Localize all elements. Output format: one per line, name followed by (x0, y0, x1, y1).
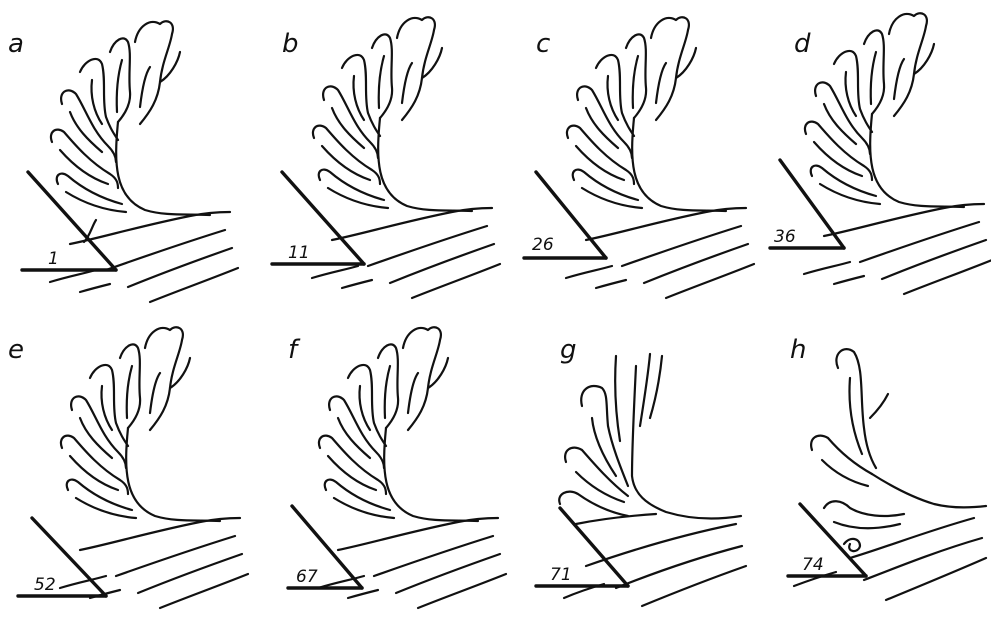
specimen-drawing (60, 327, 248, 608)
panel-letter: h (790, 335, 806, 365)
panel-e: e 52 (8, 327, 248, 608)
panel-a: a 1 (8, 21, 238, 302)
panel-letter: d (794, 29, 811, 59)
specimen-drawing (50, 21, 238, 302)
panel-number: 11 (288, 243, 310, 263)
specimen-drawing (804, 13, 991, 294)
panel-number: 1 (48, 249, 59, 269)
specimen-drawing (318, 327, 506, 608)
panel-letter: b (282, 29, 299, 59)
panel-f: f 67 (288, 327, 506, 608)
panel-number: 74 (802, 555, 824, 575)
panel-d: d 36 (770, 13, 991, 294)
specimen-drawing (559, 354, 746, 606)
panel-b: b 11 (272, 17, 500, 298)
panel-number: 36 (774, 227, 796, 247)
panel-letter: f (288, 335, 301, 365)
panel-g: g 71 (536, 335, 746, 606)
panel-number: 67 (296, 567, 318, 587)
panel-letter: e (8, 335, 24, 365)
specimen-drawing (566, 17, 754, 298)
panel-number: 52 (34, 575, 56, 595)
panel-letter: c (536, 29, 550, 59)
panel-number: 26 (532, 235, 554, 255)
panel-letter: g (560, 335, 577, 365)
panel-number: 71 (550, 565, 572, 585)
panel-letter: a (8, 29, 24, 59)
wedge-arm (28, 172, 116, 270)
panel-c: c 26 (524, 17, 754, 298)
panel-h: h 74 (788, 335, 986, 600)
specimen-drawing (312, 17, 500, 298)
